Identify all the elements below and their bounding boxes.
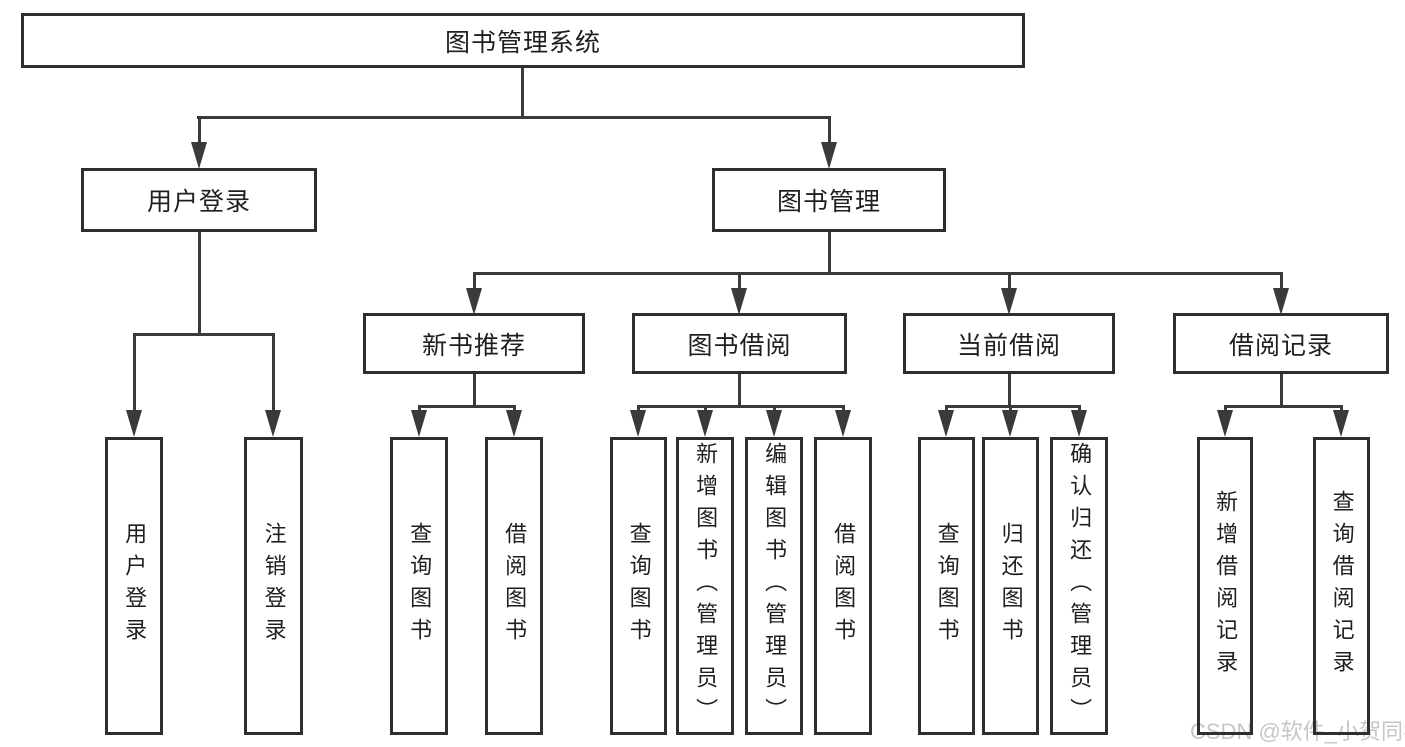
connector-line — [1223, 405, 1343, 408]
node-label: 用户登录 — [122, 522, 148, 650]
connector-line — [738, 272, 741, 291]
node-label: 用户登录 — [146, 188, 251, 216]
node-book-borrowing: 图书借阅 — [632, 313, 847, 374]
connector-line — [637, 405, 640, 412]
arrow-down-icon — [630, 410, 646, 437]
connector-line — [417, 405, 421, 412]
leaf-edit-book-admin: 编辑图书（管理员） — [745, 437, 803, 735]
node-label: 借阅图书 — [502, 522, 528, 650]
node-new-book-recommend: 新书推荐 — [363, 313, 585, 374]
connector-line — [512, 405, 516, 412]
connector-line — [417, 405, 516, 408]
arrow-down-icon — [1272, 288, 1289, 315]
connector-line — [1279, 272, 1283, 291]
arrow-down-icon — [265, 410, 281, 437]
connector-line — [197, 116, 201, 146]
node-label: 图书管理 — [776, 188, 881, 216]
node-label: 借阅图书 — [831, 522, 857, 650]
arrow-down-icon — [938, 410, 954, 437]
connector-line — [1340, 405, 1343, 412]
connector-line — [472, 272, 476, 291]
node-book-management: 图书管理 — [712, 168, 946, 232]
arrow-down-icon — [1000, 288, 1017, 315]
arrow-down-icon — [731, 288, 747, 315]
connector-line — [1009, 405, 1012, 412]
connector-line — [472, 272, 1283, 275]
node-label: 查询借阅记录 — [1329, 490, 1355, 682]
node-current-borrowing: 当前借阅 — [903, 313, 1115, 374]
leaf-confirm-return-admin: 确认归还（管理员） — [1050, 437, 1108, 735]
arrow-down-icon — [1333, 410, 1349, 437]
connector-line — [945, 405, 1080, 408]
connector-line — [738, 374, 741, 405]
arrow-down-icon — [1002, 410, 1018, 437]
node-label: 借阅记录 — [1228, 331, 1333, 360]
arrow-down-icon — [834, 410, 851, 437]
connector-line — [841, 405, 845, 412]
leaf-add-book-admin: 新增图书（管理员） — [676, 437, 734, 735]
arrow-down-icon — [765, 410, 782, 437]
connector-line — [472, 374, 476, 405]
connector-line — [827, 116, 831, 146]
node-borrowing-records: 借阅记录 — [1173, 313, 1389, 374]
connector-line — [1223, 405, 1227, 412]
leaf-user-login: 用户登录 — [105, 437, 163, 735]
connector-line — [1077, 405, 1081, 412]
connector-line — [132, 333, 274, 336]
arrow-down-icon — [125, 410, 142, 437]
connector-line — [1007, 374, 1011, 405]
node-user-login: 用户登录 — [81, 168, 317, 232]
leaf-query-books-recommend: 查询图书 — [390, 437, 448, 735]
connector-line — [132, 333, 136, 413]
connector-line — [197, 232, 201, 336]
leaf-query-books-borrowing: 查询图书 — [610, 437, 667, 735]
leaf-borrow-books-recommend: 借阅图书 — [485, 437, 543, 735]
connector-line — [197, 116, 831, 119]
arrow-down-icon — [465, 288, 482, 315]
node-label: 归还图书 — [998, 522, 1024, 650]
node-label: 编辑图书（管理员） — [762, 442, 788, 730]
leaf-borrow-books: 借阅图书 — [814, 437, 872, 735]
leaf-query-borrow-record: 查询借阅记录 — [1313, 437, 1370, 735]
connector-line — [1007, 272, 1011, 291]
connector-line — [521, 68, 524, 116]
node-label: 注销登录 — [261, 522, 287, 650]
node-label: 当前借阅 — [956, 331, 1061, 360]
connector-line — [272, 333, 275, 413]
leaf-query-books-current: 查询图书 — [918, 437, 975, 735]
leaf-logout: 注销登录 — [244, 437, 303, 735]
connector-line — [945, 405, 948, 412]
node-label: 新增借阅记录 — [1213, 490, 1239, 682]
node-label: 查询图书 — [407, 522, 433, 650]
arrow-down-icon — [190, 142, 207, 169]
node-label: 图书管理系统 — [444, 28, 601, 57]
connector-line — [827, 232, 831, 275]
arrow-down-icon — [410, 410, 427, 437]
leaf-add-borrow-record: 新增借阅记录 — [1197, 437, 1253, 735]
connector-line — [703, 405, 707, 412]
arrow-down-icon — [1070, 410, 1087, 437]
node-label: 新书推荐 — [421, 331, 526, 360]
connector-line — [1279, 374, 1283, 405]
node-library-management-system: 图书管理系统 — [21, 13, 1025, 68]
arrow-down-icon — [505, 410, 522, 437]
arrow-down-icon — [696, 410, 713, 437]
node-label: 新增图书（管理员） — [693, 442, 719, 730]
node-label: 查询图书 — [934, 522, 960, 650]
node-label: 确认归还（管理员） — [1067, 442, 1093, 730]
node-label: 查询图书 — [626, 522, 652, 650]
connector-line — [772, 405, 776, 412]
leaf-return-books: 归还图书 — [982, 437, 1039, 735]
arrow-down-icon — [820, 142, 837, 169]
arrow-down-icon — [1216, 410, 1233, 437]
node-label: 图书借阅 — [687, 331, 792, 360]
connector-line — [637, 405, 844, 408]
